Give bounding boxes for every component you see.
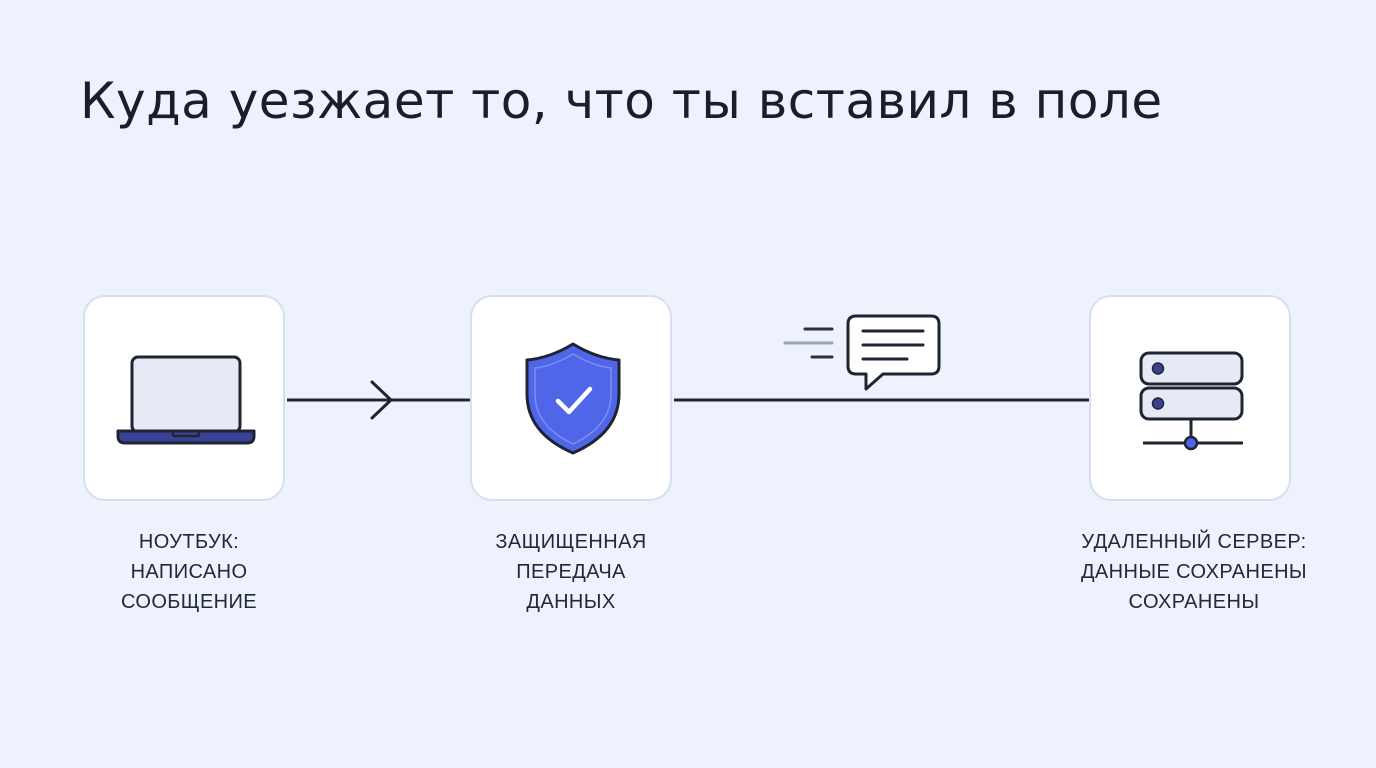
node-label-secure-transfer: ЗАЩИЩЕННАЯ ПЕРЕДАЧА ДАННЫХ xyxy=(495,531,647,613)
node-label-server: УДАЛЕННЫЙ СЕРВЕР: ДАННЫЕ СОХРАНЕНЫ СОХРА… xyxy=(1080,531,1308,613)
speed-lines xyxy=(783,327,834,359)
message-bubble-icon xyxy=(846,314,941,391)
node-server xyxy=(1089,295,1291,501)
node-secure-transfer xyxy=(470,295,672,501)
node-label-laptop: НОУТБУК: НАПИСАНО СООБЩЕНИЕ xyxy=(120,531,258,613)
chevron-right-icon xyxy=(370,380,393,420)
laptop-icon xyxy=(116,355,256,445)
node-laptop xyxy=(83,295,285,501)
shield-check-icon xyxy=(525,342,621,455)
page-title: Куда уезжает то, что ты вставил в поле xyxy=(80,72,1163,130)
server-icon xyxy=(1139,351,1244,451)
